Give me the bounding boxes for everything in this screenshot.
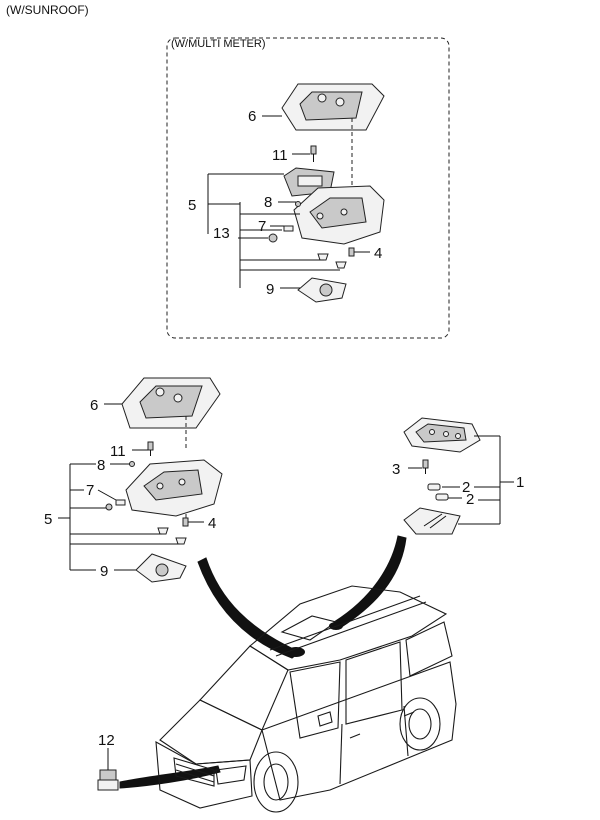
multi-meter-caption: (W/MULTI METER): [171, 38, 266, 50]
callout-6-sunroof: 6: [90, 397, 98, 414]
callout-7-multi-meter: 7: [258, 218, 266, 235]
callout-1: 1: [516, 474, 524, 491]
clip-part-8-multi-meter: [295, 201, 301, 207]
lens-clip-sunroof-b: [175, 537, 187, 545]
lens-part-9-sunroof: [135, 553, 187, 583]
callout-8-sunroof: 8: [97, 457, 105, 474]
socket-part-13: [268, 233, 278, 243]
callout-9-multi-meter: 9: [266, 281, 274, 298]
callout-12: 12: [98, 732, 115, 749]
callout-2-b: 2: [466, 491, 474, 508]
sunroof-pointer-swoosh: [197, 557, 301, 659]
lamp-lens-part: [403, 507, 461, 535]
screw-part-3: [422, 459, 429, 474]
sunroof-caption: (W/SUNROOF): [6, 3, 89, 17]
housing-part-multi-meter: [293, 185, 385, 245]
callout-6-multi-meter: 6: [248, 108, 256, 125]
screw-part-4-multi-meter: [348, 247, 355, 257]
room-lamp-assembly-part-1: [403, 417, 481, 453]
bezel-part-multi-meter: [281, 83, 385, 131]
lens-part-9-multi-meter: [297, 277, 347, 303]
bezel-part-sunroof: [121, 377, 221, 429]
vehicle-illustration: [155, 585, 457, 813]
bulb-part-2-a: [427, 483, 441, 491]
lens-clip-multi-meter-a: [317, 253, 329, 261]
callout-3: 3: [392, 461, 400, 478]
leader-lines-multi-meter: [207, 115, 370, 289]
bulb-part-2-b: [435, 493, 449, 501]
bulb-part-7-multi-meter: [283, 225, 294, 232]
callout-5-multi-meter: 5: [188, 197, 196, 214]
callout-2-a: 2: [462, 479, 470, 496]
callout-8-multi-meter: 8: [264, 194, 272, 211]
callout-13: 13: [213, 225, 230, 242]
lens-clip-multi-meter-b: [335, 261, 347, 269]
callout-4-multi-meter: 4: [374, 245, 382, 262]
clip-part-8-sunroof: [129, 461, 135, 467]
callout-9-sunroof: 9: [100, 563, 108, 580]
screw-part-11-multi-meter: [310, 145, 317, 162]
callout-11-sunroof: 11: [110, 443, 126, 460]
leader-lines-standard: [408, 435, 514, 525]
leader-lines-sunroof: [58, 403, 204, 571]
multi-meter-box: [166, 37, 450, 339]
switch-pointer-swoosh: [119, 765, 221, 789]
callout-4-sunroof: 4: [208, 515, 216, 532]
bulb-part-7-sunroof: [115, 499, 126, 506]
switch-part-12: [97, 748, 119, 791]
socket-part-sunroof: [105, 503, 113, 511]
callout-7-sunroof: 7: [86, 482, 94, 499]
screw-part-11-sunroof: [147, 441, 154, 456]
screw-part-4-sunroof: [182, 517, 189, 527]
callout-11-multi-meter: 11: [272, 147, 288, 164]
housing-part-sunroof: [125, 459, 223, 517]
callout-5-sunroof: 5: [44, 511, 52, 528]
lens-clip-sunroof-a: [157, 527, 169, 535]
